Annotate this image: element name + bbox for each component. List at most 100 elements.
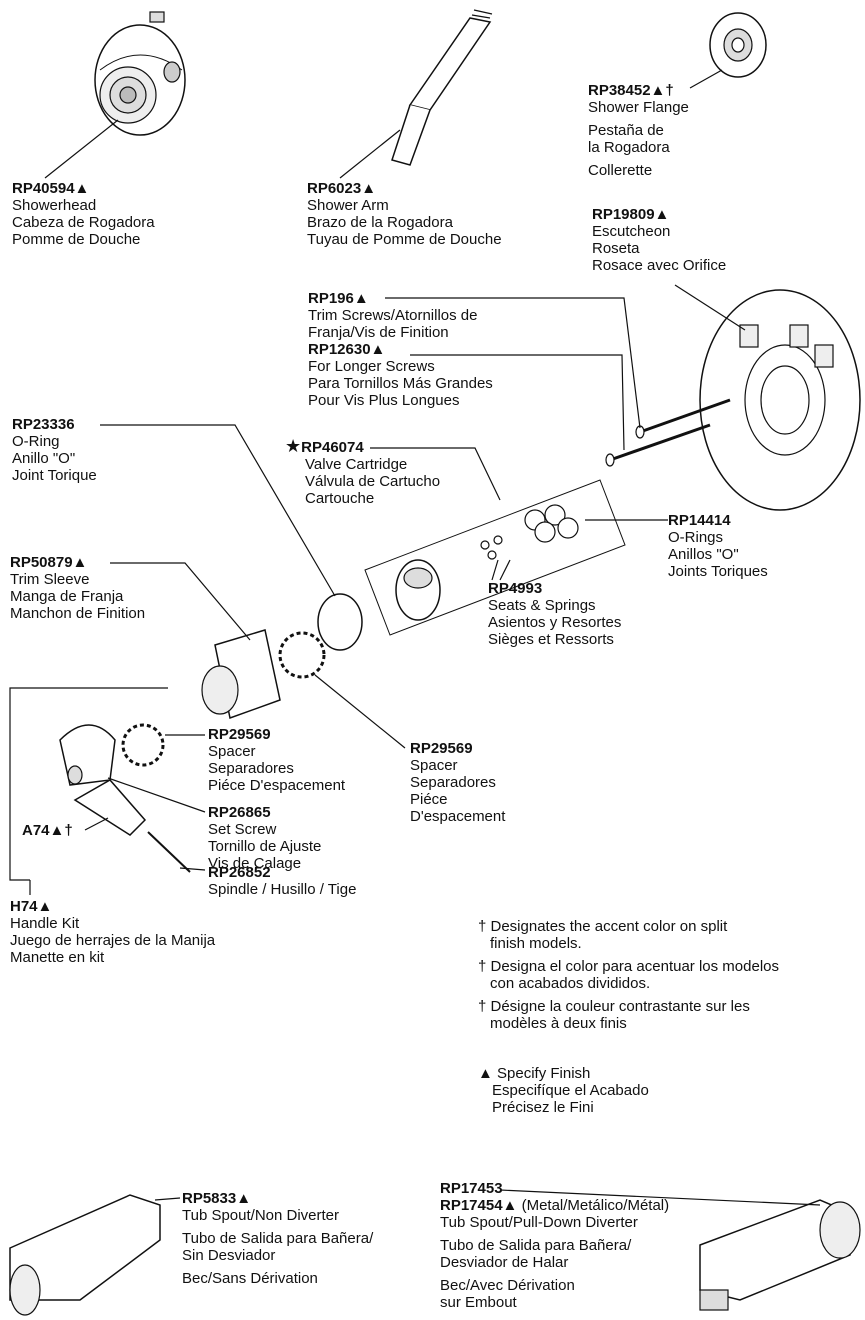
shower-flange-line-4: Collerette — [588, 162, 653, 179]
handle-kit-part-number: H74▲ — [10, 898, 53, 915]
tub-spout-line-2: Tubo de Salida para Bañera/ — [182, 1230, 374, 1247]
handle-kit-line-2: Juego de herrajes de la Manija — [10, 932, 216, 949]
escutcheon-part-number: RP19809▲ — [592, 206, 670, 223]
seats-springs-line-3: Sièges et Ressorts — [488, 631, 614, 648]
seats-springs-line-1: Seats & Springs — [488, 597, 596, 614]
shower-flange-line-1: Shower Flange — [588, 99, 689, 116]
longer-screws-line-3: Pour Vis Plus Longues — [308, 392, 460, 409]
spacer-right-line-4: D'espacement — [410, 808, 506, 825]
tub-spout-diverter-label: RP17453 RP17454▲ (Metal/Metálico/Métal) … — [440, 1180, 669, 1311]
trim-sleeve-part-number: RP50879▲ — [10, 554, 88, 571]
handle-kit-line-3: Manette en kit — [10, 949, 105, 966]
o-ring-label: RP23336 O-Ring Anillo "O" Joint Torique — [12, 416, 97, 484]
trim-screws-label: RP196▲ Trim Screws/Atornillos de Franja/… — [308, 290, 493, 409]
valve-cartridge-line-2: Válvula de Cartucho — [305, 473, 441, 490]
dagger-note-2a: † Designa el color para acentuar los mod… — [478, 958, 780, 975]
tub-spout-diverter-drawing — [499, 1189, 861, 1311]
tub-spout-line-4: Bec/Sans Dérivation — [182, 1270, 318, 1287]
dagger-note-3a: † Désigne la couleur contrastante sur le… — [478, 998, 750, 1015]
o-rings-line-3: Joints Toriques — [668, 563, 768, 580]
triangle-note-3: Précisez le Fini — [492, 1099, 594, 1116]
tub-spout-diverter-part-number-2: RP17454▲ — [440, 1197, 518, 1214]
spacer-left-line-3: Piéce D'espacement — [208, 777, 346, 794]
trim-sleeve-line-1: Trim Sleeve — [10, 571, 90, 588]
set-screw-line-3: Vis de Calage — [208, 855, 302, 872]
shower-flange-label: RP38452▲† Shower Flange Pestaña de la Ro… — [588, 82, 689, 179]
tub-spout-diverter-line-4: Bec/Avec Dérivation — [440, 1277, 575, 1294]
set-screw-line-1: Set Screw — [208, 821, 277, 838]
dagger-note-1a: † Designates the accent color on split — [478, 918, 728, 935]
handle-kit-label: H74▲ Handle Kit Juego de herrajes de la … — [10, 898, 215, 966]
trim-screws-drawing — [385, 297, 731, 467]
valve-cartridge-label: ★RP46074 Valve Cartridge Válvula de Cart… — [285, 436, 441, 507]
tub-spout-diverter-line-3: Desviador de Halar — [440, 1254, 569, 1271]
showerhead-line-1: Showerhead — [12, 197, 97, 214]
showerhead-part-number: RP40594▲ — [12, 180, 90, 197]
spacer-left-part-number: RP29569 — [208, 726, 271, 743]
o-rings-label: RP14414 O-Rings Anillos "O" Joints Toriq… — [668, 512, 768, 580]
spacer-left-drawing — [121, 723, 205, 767]
escutcheon-label: RP19809▲ Escutcheon Roseta Rosace avec O… — [592, 206, 726, 274]
valve-cartridge-box — [364, 447, 668, 636]
valve-cartridge-line-1: Valve Cartridge — [305, 456, 408, 473]
shower-arm-label: RP6023▲ Shower Arm Brazo de la Rogadora … — [307, 180, 502, 248]
tub-spout-line-1: Tub Spout/Non Diverter — [182, 1207, 340, 1224]
tub-spout-diverter-pn2-note: (Metal/Metálico/Métal) — [521, 1197, 670, 1214]
o-ring-drawing — [100, 424, 363, 651]
triangle-notes: ▲ Specify Finish Especifíque el Acabado … — [478, 1065, 649, 1116]
shower-flange-drawing — [689, 12, 767, 89]
shower-arm-line-2: Brazo de la Rogadora — [307, 214, 453, 231]
spindle-part-number: RP26852 — [208, 864, 271, 881]
tub-spout-diverter-line-5: sur Embout — [440, 1294, 517, 1311]
trim-screws-line-2: Franja/Vis de Finition — [308, 324, 449, 341]
handle-drawing — [9, 687, 206, 895]
dagger-notes: † Designates the accent color on split f… — [478, 918, 779, 1032]
shower-flange-part-number: RP38452▲† — [588, 82, 674, 99]
o-rings-part-number: RP14414 — [668, 512, 731, 529]
o-ring-line-1: O-Ring — [12, 433, 60, 450]
showerhead-line-3: Pomme de Douche — [12, 231, 141, 248]
set-screw-label: RP26865 Set Screw Tornillo de Ajuste Vis… — [208, 804, 321, 872]
triangle-note-2: Especifíque el Acabado — [492, 1082, 649, 1099]
set-screw-part-number: RP26865 — [208, 804, 271, 821]
seats-springs-line-2: Asientos y Resortes — [488, 614, 622, 631]
valve-cartridge-part-number: ★RP46074 — [285, 436, 364, 456]
showerhead-drawing — [44, 11, 186, 179]
showerhead-line-2: Cabeza de Rogadora — [12, 214, 155, 231]
o-ring-line-2: Anillo "O" — [12, 450, 76, 467]
shower-arm-line-1: Shower Arm — [307, 197, 389, 214]
spacer-right-line-3: Piéce — [410, 791, 448, 808]
spacer-right-line-1: Spacer — [410, 757, 458, 774]
spindle-line-1: Spindle / Husillo / Tige — [208, 881, 357, 898]
trim-screws-line-1: Trim Screws/Atornillos de — [308, 307, 478, 324]
trim-sleeve-line-2: Manga de Franja — [10, 588, 124, 605]
tub-spout-diverter-pn2-row: RP17454▲ (Metal/Metálico/Métal) — [440, 1197, 669, 1214]
o-rings-line-1: O-Rings — [668, 529, 724, 546]
trim-screws-part-number: RP196▲ — [308, 290, 369, 307]
spacer-right-drawing — [278, 631, 406, 749]
handle-part-number: A74▲† — [22, 822, 73, 839]
dagger-note-1b: finish models. — [490, 935, 582, 952]
escutcheon-drawing — [674, 284, 861, 511]
handle-kit-line-1: Handle Kit — [10, 915, 80, 932]
spacer-right-line-2: Separadores — [410, 774, 496, 791]
seats-springs-label: RP4993 Seats & Springs Asientos y Resort… — [488, 580, 621, 648]
shower-arm-line-3: Tuyau de Pomme de Douche — [307, 231, 502, 248]
trim-sleeve-line-3: Manchon de Finition — [10, 605, 146, 622]
spacer-right-part-number: RP29569 — [410, 740, 473, 757]
trim-sleeve-label: RP50879▲ Trim Sleeve Manga de Franja Man… — [10, 554, 145, 622]
o-ring-line-3: Joint Torique — [12, 467, 97, 484]
seats-springs-part-number: RP4993 — [488, 580, 543, 597]
shower-flange-line-3: la Rogadora — [588, 139, 670, 156]
tub-spout-part-number: RP5833▲ — [182, 1190, 252, 1207]
spindle-label: RP26852 Spindle / Husillo / Tige — [208, 864, 356, 898]
handle-label: A74▲† — [22, 822, 73, 839]
escutcheon-line-3: Rosace avec Orifice — [592, 257, 727, 274]
shower-arm-part-number: RP6023▲ — [307, 180, 377, 197]
set-screw-line-2: Tornillo de Ajuste — [208, 838, 322, 855]
shower-flange-line-2: Pestaña de — [588, 122, 664, 139]
tub-spout-diverter-part-number: RP17453 — [440, 1180, 503, 1197]
tub-spout-drawing — [9, 1194, 181, 1316]
escutcheon-line-2: Roseta — [592, 240, 640, 257]
